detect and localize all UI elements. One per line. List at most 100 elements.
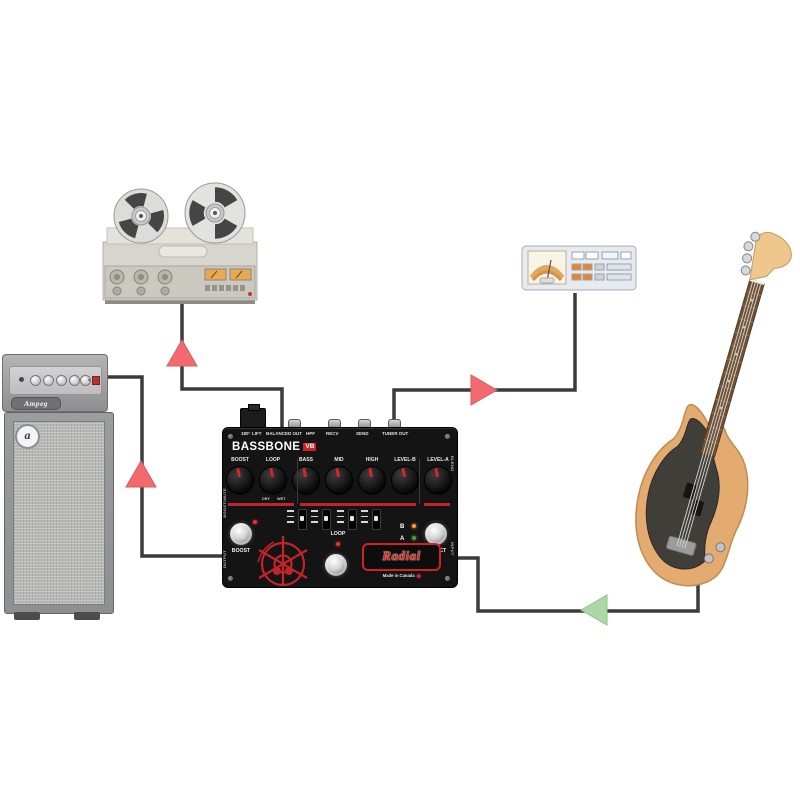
screw-icon (445, 434, 450, 439)
recorder-knobs (109, 269, 173, 296)
mid-knob[interactable] (325, 466, 353, 494)
recorder-left-reel (113, 188, 169, 244)
left-top-side-label: BOOST/MUTE (222, 488, 227, 518)
boost-led (253, 520, 257, 524)
high-knob[interactable] (358, 466, 386, 494)
amp-knob (69, 375, 80, 386)
bass-pickup (683, 482, 704, 517)
knob-level-a: LEVEL-A (422, 457, 454, 494)
bass-tone-knob (715, 542, 726, 553)
amp-power-light (19, 377, 24, 382)
knob-high: HIGH (356, 457, 388, 494)
polarity-label: 180° (241, 431, 251, 436)
hpf-label: HPF (306, 431, 315, 436)
arrow-right-to-tuner-icon (470, 374, 499, 406)
bass-volume-knob (703, 553, 714, 564)
loop-led (336, 542, 340, 546)
mini-switch[interactable] (322, 509, 331, 530)
recorder-right-reel (184, 182, 246, 244)
bass-pickguard (645, 417, 720, 570)
channel-a-led (412, 536, 416, 540)
right-bottom-side-label: INPUT (450, 542, 455, 556)
tuner (520, 242, 640, 294)
knob-boost: BOOST (224, 457, 256, 494)
bassbone-pedal: 180° LIFT BALANCED OUT HPF RECV SEND TUN… (222, 404, 458, 588)
red-wheel-artwork (257, 536, 308, 586)
amp-foot (14, 612, 40, 620)
channel-b-led (412, 524, 416, 528)
send-label: SEND (356, 431, 369, 436)
recorder-vu-meters (204, 268, 252, 281)
knob-bass: BASS (290, 457, 322, 494)
pedal-title-badge: VB (303, 442, 317, 452)
lift-label: LIFT (252, 431, 262, 436)
mini-switch[interactable] (298, 509, 307, 530)
amp-head: Ampeg (2, 354, 108, 412)
bass-tuners (740, 231, 761, 276)
tuner-buttons (571, 251, 632, 281)
dry-label: DRY (262, 497, 270, 501)
bass-bridge (666, 535, 697, 556)
made-in-label: Made in Canada (362, 572, 441, 578)
amp-foot (74, 612, 100, 620)
recorder-record-light (248, 292, 252, 296)
bass-fret-dots (719, 298, 754, 410)
screw-icon (445, 576, 450, 581)
amp-knob (80, 375, 91, 386)
knob-loop: LOOP (257, 457, 289, 494)
xlr-latch (248, 404, 260, 411)
loop-knob[interactable] (259, 466, 287, 494)
radial-logo: Radial (362, 543, 441, 571)
tuner-out-label: TUNER OUT (382, 431, 409, 436)
wire-pedal-to-amp (104, 375, 222, 558)
loop-center-label: LOOP (330, 531, 346, 537)
amp-head-control-panel (9, 366, 102, 395)
channel-b-label: B (400, 524, 405, 530)
pedal-title-text: BASSBONE (232, 441, 301, 453)
wet-label: WET (277, 497, 286, 501)
tape-recorder (95, 168, 265, 308)
wire-bass-to-pedal (456, 556, 700, 613)
knob-level-b: LEVEL-B (389, 457, 421, 494)
channel-a-label: A (400, 536, 405, 542)
level-b-knob[interactable] (391, 466, 419, 494)
tuner-dial-arc (529, 265, 565, 280)
pedal-title: BASSBONE VB (232, 441, 317, 453)
accent-line (300, 503, 416, 506)
bass-frets (703, 290, 761, 445)
level-a-knob[interactable] (424, 466, 452, 494)
boost-footswitch-label: BOOST (231, 548, 251, 554)
divider (297, 459, 298, 504)
bass-guitar (635, 231, 792, 587)
divider (419, 459, 420, 504)
mini-switch[interactable] (348, 509, 357, 530)
tuner-dial-arc-2 (531, 270, 563, 282)
tuner-dial-base (539, 277, 555, 284)
bass-knob[interactable] (292, 466, 320, 494)
amp-knob (30, 375, 41, 386)
arrow-up-to-recorder-icon (166, 338, 198, 367)
recorder-head-cover (158, 245, 208, 258)
amp-cabinet: a (4, 412, 114, 614)
screw-icon (228, 576, 233, 581)
boost-footswitch[interactable] (229, 522, 253, 546)
mini-switch[interactable] (372, 509, 381, 530)
screw-icon (228, 434, 233, 439)
maple-leaf-icon (415, 572, 421, 578)
boost-knob[interactable] (226, 466, 254, 494)
amp-grille (13, 421, 105, 605)
recv-label: RECV (326, 431, 339, 436)
bass-amp-stack: Ampeg a (2, 352, 116, 620)
amp-power-switch (92, 376, 100, 385)
amp-knob (43, 375, 54, 386)
arrow-left-to-pedal-icon (579, 594, 608, 626)
right-top-side-label: BLEND (450, 456, 455, 472)
loop-footswitch[interactable] (324, 553, 348, 577)
arrow-up-to-amp-icon (125, 459, 157, 488)
accent-line (424, 503, 450, 506)
bass-headstock (749, 231, 792, 281)
bass-strings (676, 280, 762, 549)
amp-head-badge: Ampeg (11, 397, 61, 410)
